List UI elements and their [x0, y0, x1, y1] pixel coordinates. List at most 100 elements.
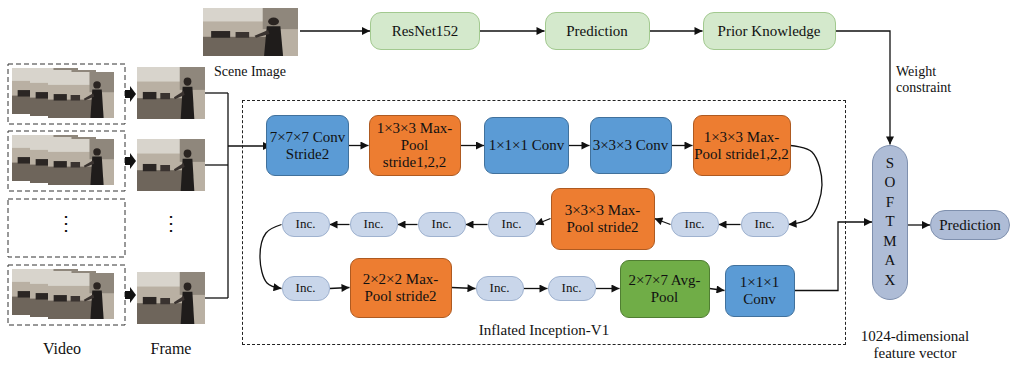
node-text: Inflated Inception-V1: [479, 322, 609, 339]
connector-arrow: [524, 288, 548, 289]
column-label: Frame: [131, 340, 211, 358]
frame-thumb: [137, 272, 205, 324]
conv-box: 7×7×7 Conv Stride2: [266, 115, 349, 176]
node-text: Inc.: [432, 217, 452, 232]
block-arrow: [125, 86, 136, 102]
node-text: Prediction: [939, 217, 1001, 234]
connector-arrow: [569, 145, 590, 146]
frame-wire: [205, 297, 228, 298]
node-text: Scene Image: [214, 64, 286, 80]
node-text: 1×3×3 Max-Pool stride1,2,2: [370, 120, 460, 170]
connector-arrow: [789, 146, 823, 225]
node-text: 1×1×1 Conv: [489, 137, 565, 154]
connector-arrow: [836, 31, 891, 145]
node-text: Prediction: [566, 23, 628, 40]
inception-block: Inc.: [418, 212, 466, 237]
connector-arrow: [596, 288, 620, 289]
node-text: Inc.: [685, 217, 705, 232]
input-wire: [228, 145, 271, 146]
block-arrow: [125, 153, 136, 169]
inception-block: Inc.: [350, 212, 398, 237]
node-text: SOFTMAX: [883, 154, 898, 291]
node-text: 3×3×3 Max-Pool stride2: [552, 202, 654, 236]
connector-arrow: [461, 145, 485, 146]
pool-box: 2×7×7 Avg-Pool: [620, 260, 710, 318]
edge-label: Weight constraint: [896, 64, 976, 95]
node-text: Inc.: [490, 281, 510, 296]
frame-wire: [205, 164, 228, 165]
inception-block: Inc.: [282, 276, 330, 301]
frame-wire: [205, 92, 228, 93]
pool-box: 1×3×3 Max-Pool stride1,2,2: [369, 115, 461, 176]
node-text: Inc.: [296, 281, 316, 296]
scene-thumbnail: [203, 8, 298, 56]
connector-arrow: [330, 288, 350, 289]
node-text: 2×2×2 Max-Pool stride2: [351, 271, 451, 305]
video-frame-thumb: [48, 273, 114, 319]
node-text: Prior Knowledge: [718, 23, 821, 40]
group-box: Inflated Inception-V1 7×7×7 Conv Stride2 1…: [242, 100, 846, 345]
conv-box: 1×1×1 Conv: [484, 117, 569, 174]
connector-arrow: [260, 225, 282, 289]
connector-arrow: [650, 30, 703, 31]
output-pill: Prediction: [930, 210, 1010, 240]
process-box: Prior Knowledge: [703, 12, 836, 50]
column-label: Video: [22, 340, 102, 358]
feature-label: 1024-dimensional feature vector: [840, 328, 990, 361]
node-text: Inc.: [296, 217, 316, 232]
node-text: Inc.: [364, 217, 384, 232]
inception-block: Inc.: [282, 212, 330, 237]
process-box: Prediction: [545, 12, 650, 50]
node-text: 7×7×7 Conv Stride2: [267, 129, 348, 163]
pool-box: 3×3×3 Max-Pool stride2: [551, 188, 655, 250]
video-clip-box: [8, 131, 125, 191]
connector-arrow: [330, 224, 350, 225]
process-box: ResNet152: [370, 12, 480, 50]
connector-arrow: [300, 30, 370, 31]
connector-arrow: [398, 224, 418, 225]
connector-arrow: [795, 222, 873, 291]
node-text: 1×1×1 Conv: [726, 274, 794, 308]
video-clip-box: [8, 199, 125, 257]
softmax-pill: SOFTMAX: [872, 145, 908, 300]
node-text: Inc.: [502, 217, 522, 232]
inception-block: Inc.: [741, 212, 789, 237]
inception-block: Inc.: [476, 276, 524, 301]
connector-arrow: [466, 224, 488, 225]
video-frame-thumb: [48, 72, 114, 118]
node-text: 2×7×7 Avg-Pool: [621, 272, 709, 306]
connector-arrow: [349, 145, 369, 146]
connector-arrow: [719, 224, 741, 225]
video-clip-box: [8, 64, 125, 124]
conv-box: 1×1×1 Conv: [725, 265, 795, 317]
inception-block: Inc.: [671, 212, 719, 237]
connector-arrow: [672, 145, 693, 146]
connector-arrow: [710, 289, 725, 291]
node-text: ResNet152: [392, 23, 459, 40]
video-clip-box: [8, 265, 125, 325]
frame-bracket: [227, 93, 228, 298]
ellipsis-mark: ⋮: [156, 212, 186, 234]
node-text: 1×3×3 Max-Pool stride1,2,2: [694, 129, 790, 163]
connector-arrow: [536, 219, 551, 225]
pool-box: 1×3×3 Max-Pool stride1,2,2: [693, 115, 791, 176]
block-arrow: [125, 287, 136, 303]
inception-block: Inc.: [488, 212, 536, 237]
connector-arrow: [655, 219, 671, 225]
connector-arrow: [480, 30, 545, 31]
pool-box: 2×2×2 Max-Pool stride2: [350, 258, 452, 318]
connector-arrow: [452, 288, 476, 289]
conv-box: 3×3×3 Conv: [590, 117, 672, 174]
connector-arrow: [908, 224, 930, 225]
node-text: Inc.: [562, 281, 582, 296]
node-text: Inc.: [755, 217, 775, 232]
node-text: 3×3×3 Conv: [593, 137, 669, 154]
inception-block: Inc.: [548, 276, 596, 301]
frame-thumb: [137, 67, 205, 119]
scene-image: Scene Image: [200, 4, 300, 80]
frame-thumb: [137, 139, 205, 191]
video-frame-thumb: [48, 139, 114, 185]
ellipsis-mark: ⋮: [51, 212, 81, 234]
